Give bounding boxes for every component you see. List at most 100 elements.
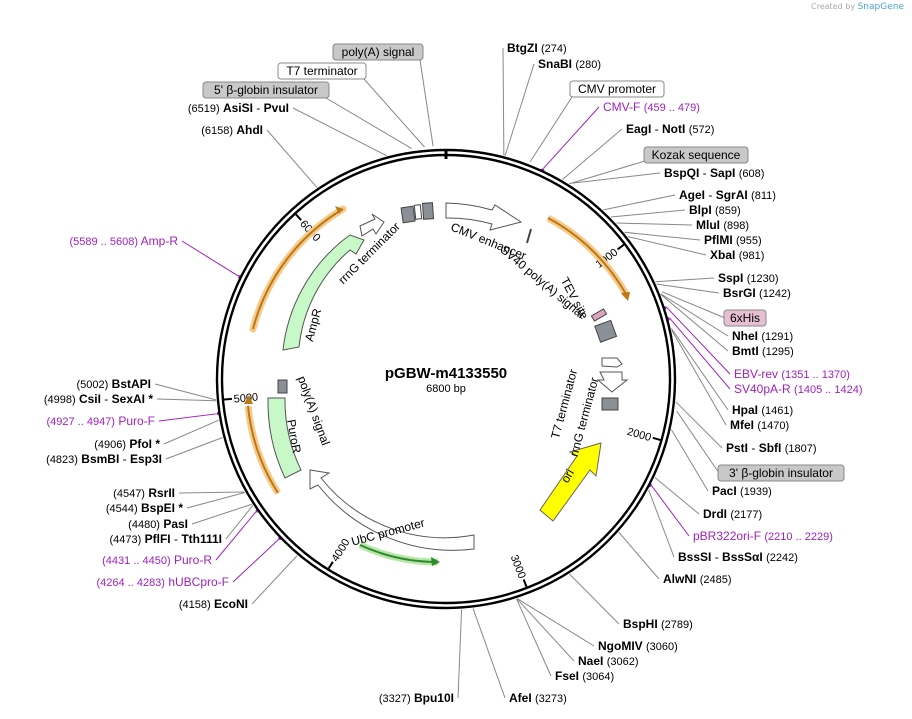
enzyme-name: Esp3I [130,452,162,466]
enzyme-position: (6519) [188,103,220,115]
enzyme-name: BspQI [664,166,699,180]
enzyme-label-mlui[interactable]: MluI (898) [696,218,749,232]
enzyme-position: (1470) [757,420,789,432]
primer-label-ampr[interactable]: (5589 .. 5608) Amp-R [69,234,178,248]
enzyme-label-ngomiv[interactable]: NgoMIV (3060) [598,639,678,653]
plasmid-name: pGBW-m4133550 [385,365,507,382]
primer-label-cmvf[interactable]: CMV-F (459 .. 479) [603,100,700,114]
feature-box-globin3[interactable] [717,464,845,482]
enzyme-leader [670,429,709,492]
primer-leader [651,485,690,537]
hubc-green-line [359,544,439,564]
enzyme-name: AfeI [509,691,532,705]
enzyme-name: BmtI [732,344,759,358]
enzyme-name: SgrAI [716,188,748,202]
enzyme-position: (4906) [94,439,126,451]
enzyme-label-blpi[interactable]: BlpI (859) [689,203,741,217]
enzyme-label-bstapi[interactable]: (5002) BstAPI [77,377,151,391]
enzyme-label-bspqi[interactable]: BspQI - SapI (608) [664,166,764,180]
enzyme-label-nhei[interactable]: NheI (1291) [732,329,793,343]
enzyme-label-xbai[interactable]: XbaI (981) [710,248,764,262]
enzyme-label-pflmi[interactable]: PflMI (955) [704,233,762,247]
enzyme-label-fsei[interactable]: FseI (3064) [555,669,614,683]
enzyme-label-bspei[interactable]: (4544) BspEI * [106,501,183,515]
enzyme-position: (1461) [761,405,793,417]
enzyme-label-snabi[interactable]: SnaBI (280) [538,57,601,71]
primer-range: (1405 .. 1424) [794,384,863,396]
enzyme-label-sspi[interactable]: SspI (1230) [718,271,778,285]
enzyme-name: DrdI [703,507,727,521]
enzyme-name: NaeI [578,654,603,668]
primer-label-purof[interactable]: (4927 .. 4947) Puro-F [46,414,155,428]
enzyme-name: AlwNI [663,572,696,586]
enzyme-label-bsssi[interactable]: BssSI - BssSαI (2242) [678,550,798,564]
enzyme-label-bsphi[interactable]: BspHI (2789) [623,617,693,631]
enzyme-leader [627,236,707,256]
puror-label: PuroR [284,418,304,454]
primer-label-hubc[interactable]: (4264 .. 4283) hUBCpro-F [96,575,229,589]
enzyme-label-drdi[interactable]: DrdI (2177) [703,507,762,521]
enzyme-leader [654,477,700,515]
feature-box-label: T7 terminator [286,64,357,78]
primer-range: (1351 .. 1370) [781,369,850,381]
feature-box-t7term-top[interactable] [277,62,367,80]
feature-box-polya-top[interactable] [332,43,424,61]
enzyme-leader [154,383,217,401]
enzyme-label-pasi[interactable]: (4480) PasI [128,517,188,531]
feature-box-kozak[interactable] [643,146,749,164]
enzyme-position: (608) [739,168,765,180]
enzyme-label-bmti[interactable]: BmtI (1295) [732,344,794,358]
tick-mark [327,561,334,570]
enzyme-label-btgzi[interactable]: BtgZI (274) [507,41,567,55]
enzyme-label-asisi[interactable]: (6519) AsiSI - PvuI [188,101,289,115]
enzyme-leader [660,294,729,352]
feature-box-globin5[interactable] [202,81,330,99]
enzyme-name: NgoMIV [598,639,643,653]
features [244,202,631,566]
enzyme-label-bsmbi[interactable]: (4823) BsmBI - Esp3I [46,452,162,466]
enzyme-label-afei[interactable]: AfeI (3273) [509,691,567,705]
enzyme-label-agei[interactable]: AgeI - SgrAI (811) [679,188,776,202]
enzyme-label-csii[interactable]: (4998) CsiI - SexAI * [44,392,154,406]
enzyme-label-rsrii[interactable]: (4547) RsrII [113,486,175,500]
feature-leader [661,291,726,319]
enzyme-label-naei[interactable]: NaeI (3062) [578,654,639,668]
enzyme-position: (1242) [759,288,791,300]
feature-leader [325,97,412,149]
primer-label-pbr[interactable]: pBR322ori-F (2210 .. 2229) [693,529,833,543]
primer-label-ebvrev[interactable]: EBV-rev (1351 .. 1370) [734,367,850,381]
sv40-polya-box [594,319,618,343]
enzyme-label-bsrgi[interactable]: BsrGI (1242) [723,286,791,300]
primer-label-sv40pa[interactable]: SV40pA-R (1405 .. 1424) [734,382,863,396]
enzyme-name: EagI [626,122,651,136]
enzyme-label-ahdi[interactable]: (6158) AhdI [201,123,263,137]
enzyme-leader [670,328,729,411]
primer-label-purofr[interactable]: (4431 .. 4450) Puro-R [102,553,212,567]
enzyme-leader [502,47,505,156]
enzyme-label-eagi[interactable]: EagI - NotI (572) [626,122,714,136]
enzyme-label-econi[interactable]: (4158) EcoNI [179,597,248,611]
enzyme-position: (811) [751,190,776,202]
enzyme-position: (1291) [761,331,793,343]
enzyme-label-pfoi[interactable]: (4906) PfoI * [94,437,160,451]
enzyme-label-paci[interactable]: PacI (1939) [712,484,772,498]
enzyme-name: PflFI [145,532,171,546]
enzyme-name: - [171,532,182,546]
enzyme-name: RsrII [148,486,175,500]
enzyme-name: - [101,392,112,406]
feature-box-cmvprom[interactable] [569,80,665,98]
enzyme-position: (859) [715,205,741,217]
feature-box-sixhis[interactable] [723,309,767,327]
enzyme-label-alwni[interactable]: AlwNI (2485) [663,572,731,586]
enzyme-label-pflfi[interactable]: (4473) PflFI - Tth111I [110,532,223,546]
enzyme-name: BsmBI [81,452,119,466]
enzyme-name: PflMI [704,233,733,247]
enzyme-label-psti[interactable]: PstI - SbfI (1807) [726,441,817,455]
enzyme-name: BssSαI [722,550,763,564]
tev-site-box [590,308,608,322]
enzyme-label-mfei[interactable]: MfeI (1470) [730,418,789,432]
feature-box-label: CMV promoter [578,82,656,96]
enzyme-label-hpai[interactable]: HpaI (1461) [732,403,793,417]
enzyme-labels: BtgZI (274) SnaBI (280) EagI - NotI (572) B… [44,41,817,705]
enzyme-label-bpu10i[interactable]: (3327) Bpu10I [379,691,454,705]
